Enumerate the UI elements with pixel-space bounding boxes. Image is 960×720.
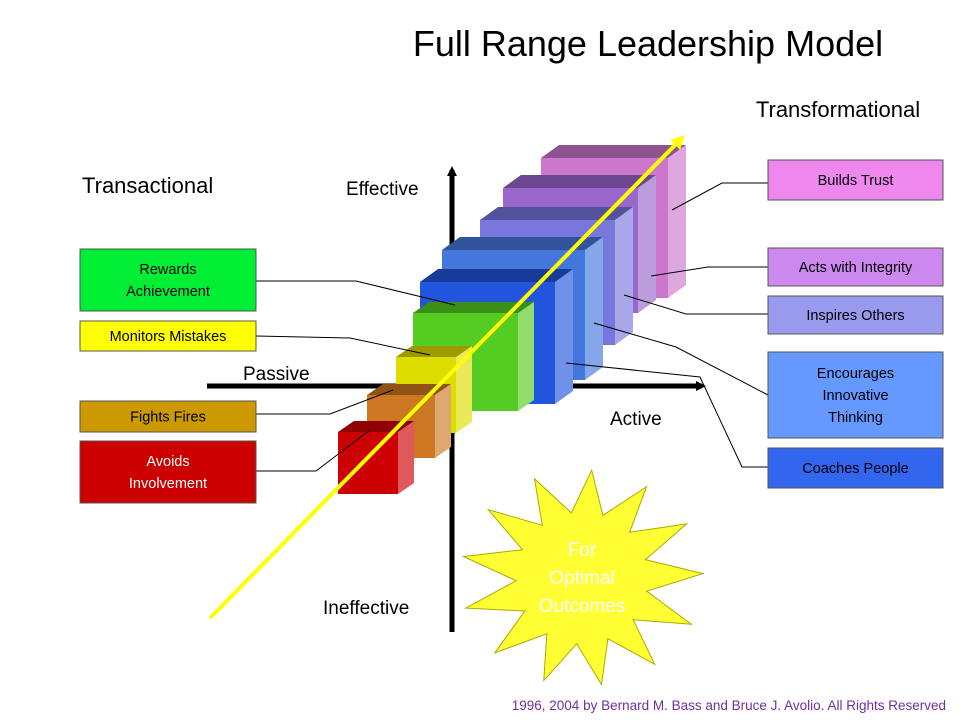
starburst-label: Optimal bbox=[549, 568, 614, 589]
box-label: Innovative bbox=[822, 388, 888, 404]
passive-label: Passive bbox=[243, 364, 310, 385]
ineffective-label: Ineffective bbox=[323, 598, 409, 619]
box-label: Coaches People bbox=[802, 461, 908, 477]
box-background bbox=[767, 247, 944, 287]
box-label: Builds Trust bbox=[818, 173, 894, 189]
block-side bbox=[668, 145, 686, 298]
leadership-block bbox=[338, 421, 414, 494]
box-label: Inspires Others bbox=[806, 308, 904, 324]
box-background bbox=[767, 351, 944, 439]
active-label: Active bbox=[610, 409, 662, 430]
connector-line bbox=[565, 362, 768, 468]
transactional-box: Monitors Mistakes bbox=[79, 320, 257, 352]
connector-line bbox=[256, 389, 394, 415]
transformational-box: Inspires Others bbox=[767, 295, 944, 335]
box-label: Achievement bbox=[126, 284, 210, 300]
block-side bbox=[518, 302, 534, 411]
box-background bbox=[767, 159, 944, 201]
block-side bbox=[435, 384, 451, 458]
box-background bbox=[79, 320, 257, 352]
block-side bbox=[555, 269, 573, 404]
box-label: Fights Fires bbox=[130, 410, 206, 426]
block-top bbox=[480, 207, 633, 220]
box-label: Monitors Mistakes bbox=[110, 329, 227, 345]
block-front bbox=[338, 432, 398, 494]
box-label: Involvement bbox=[129, 476, 207, 492]
connector-line bbox=[623, 294, 768, 315]
block-top bbox=[503, 175, 656, 188]
transactional-heading: Transactional bbox=[82, 173, 213, 198]
connector-line bbox=[671, 182, 768, 211]
transformational-heading: Transformational bbox=[756, 97, 920, 122]
connector-line bbox=[650, 266, 768, 277]
block-top bbox=[420, 269, 573, 282]
block-top bbox=[396, 346, 472, 357]
block-side bbox=[398, 421, 414, 494]
box-background bbox=[79, 400, 257, 433]
block-side bbox=[615, 207, 633, 345]
box-label: Acts with Integrity bbox=[799, 260, 913, 276]
box-label: Encourages bbox=[817, 366, 894, 382]
block-top bbox=[413, 302, 534, 313]
starburst-shape bbox=[461, 468, 705, 687]
starburst-label: Outcomes bbox=[539, 596, 626, 617]
transformational-box: Builds Trust bbox=[767, 159, 944, 201]
box-label: Rewards bbox=[139, 262, 196, 278]
block-top bbox=[442, 237, 603, 250]
block-side bbox=[638, 175, 656, 313]
block-side bbox=[456, 346, 472, 433]
effective-label: Effective bbox=[346, 179, 419, 200]
transformational-box: Acts with Integrity bbox=[767, 247, 944, 287]
diagonal-arrow bbox=[208, 135, 685, 620]
box-background bbox=[79, 248, 257, 312]
connector-line bbox=[256, 429, 371, 472]
block-side bbox=[585, 237, 603, 380]
transformational-box: Coaches People bbox=[767, 447, 944, 489]
connector-lines bbox=[255, 182, 769, 472]
page-title: Full Range Leadership Model bbox=[413, 23, 883, 64]
transactional-box: Fights Fires bbox=[79, 400, 257, 433]
connector-line bbox=[255, 335, 431, 356]
box-background bbox=[767, 447, 944, 489]
starburst-label: For bbox=[568, 540, 597, 561]
box-label: Avoids bbox=[146, 454, 189, 470]
connector-line bbox=[256, 280, 456, 306]
block-top bbox=[541, 145, 686, 158]
copyright-notice: 1996, 2004 by Bernard M. Bass and Bruce … bbox=[512, 698, 946, 713]
connector-line bbox=[593, 322, 769, 396]
box-background bbox=[79, 440, 257, 504]
box-background bbox=[767, 295, 944, 335]
box-label: Thinking bbox=[828, 410, 883, 426]
